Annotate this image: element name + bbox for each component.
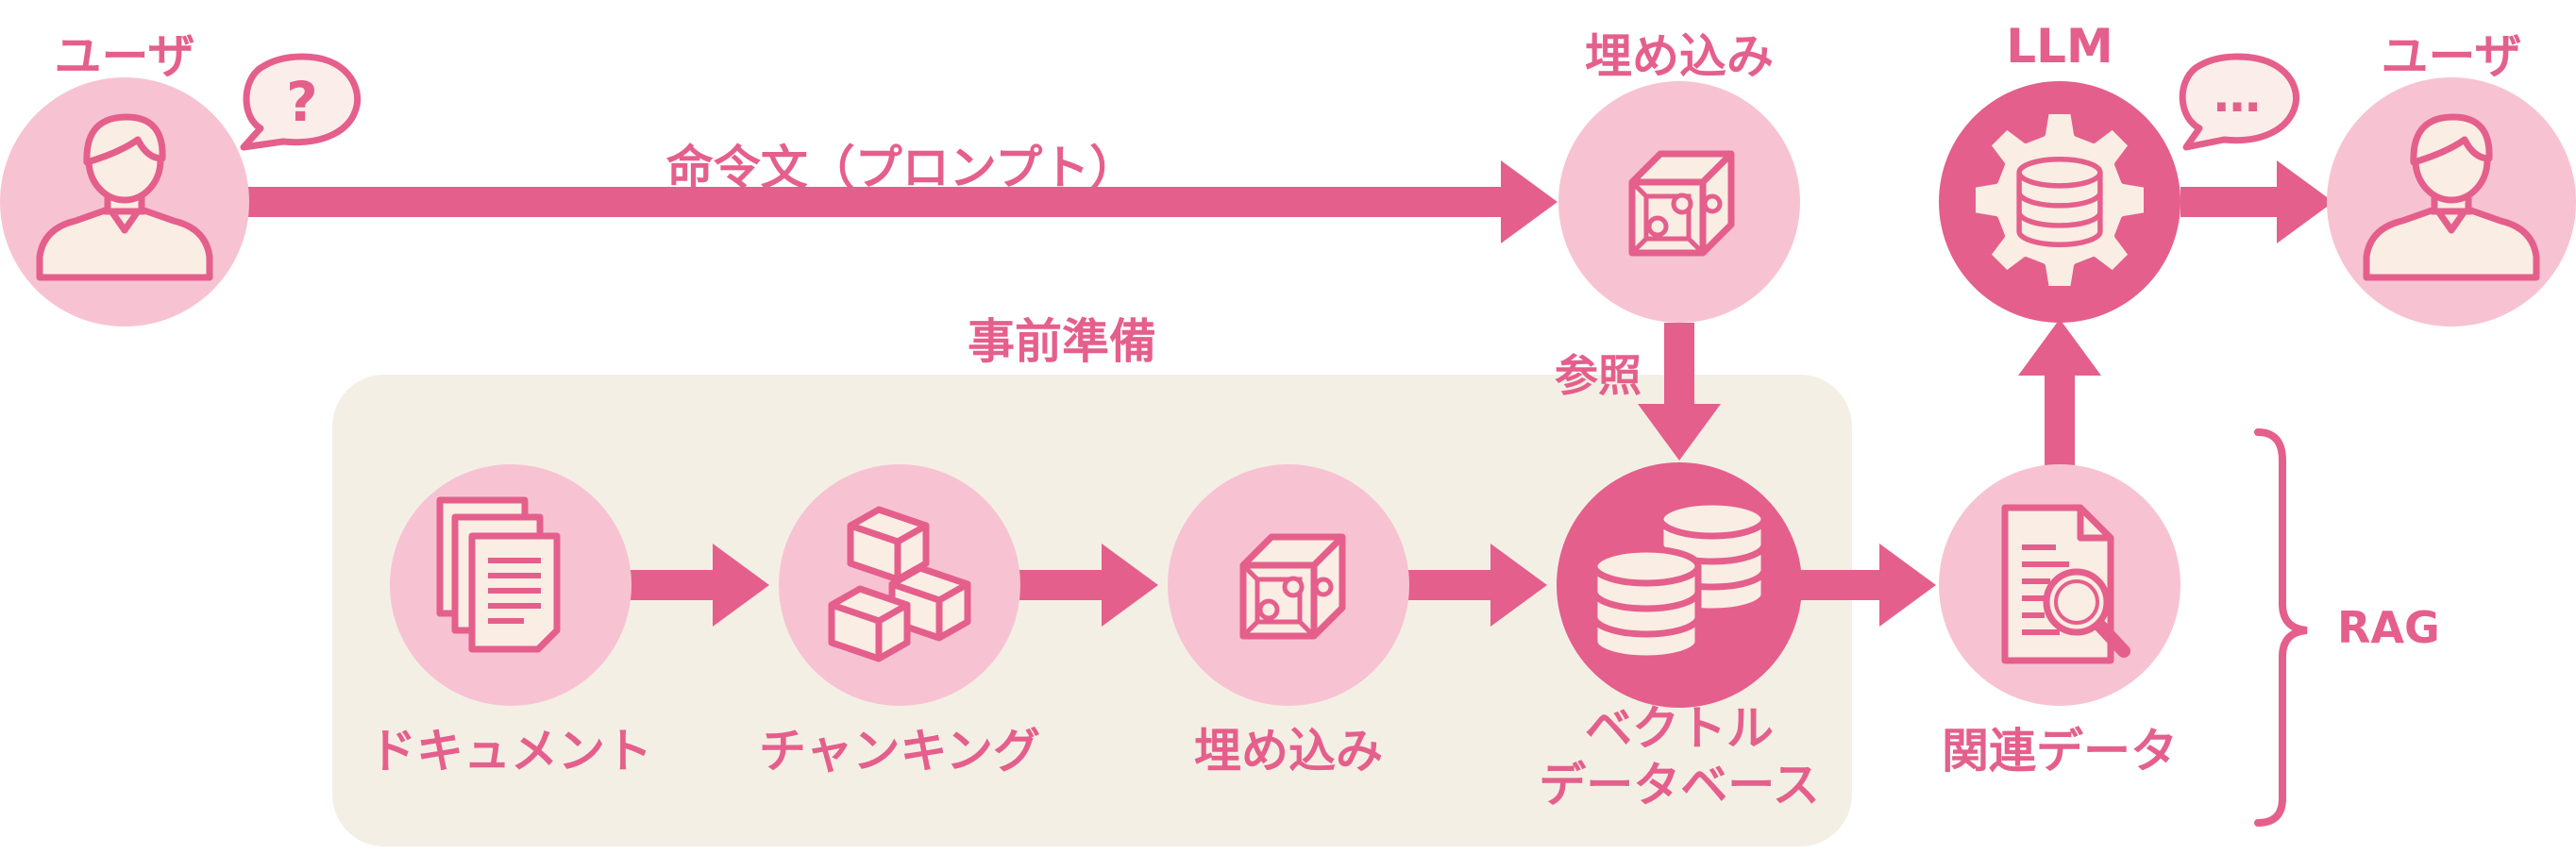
vector-database-node bbox=[1557, 462, 1802, 708]
reference-label: 参照 bbox=[1555, 350, 1642, 401]
llm-label: LLM bbox=[2006, 19, 2113, 74]
embedding-node-top bbox=[1558, 81, 1800, 323]
user-right-label: ユーザ bbox=[2381, 29, 2522, 84]
embedding-node-bottom bbox=[1168, 464, 1409, 706]
user-node-left bbox=[0, 77, 249, 327]
chunking-label: チャンキング bbox=[759, 724, 1040, 779]
rag-label: RAG bbox=[2337, 602, 2440, 653]
gear-database-icon bbox=[1970, 109, 2149, 292]
prompt-arrow bbox=[244, 160, 1557, 243]
chunking-node bbox=[779, 464, 1020, 706]
rag-to-llm-arrow bbox=[2018, 319, 2101, 472]
documents-icon bbox=[440, 500, 557, 649]
question-bubble: ? bbox=[240, 53, 362, 151]
user-node-right bbox=[2327, 77, 2576, 327]
documents-node bbox=[390, 464, 631, 706]
cube-icon bbox=[1243, 537, 1342, 636]
documents-label: ドキュメント bbox=[369, 724, 652, 779]
vector-database-label: ベクトル データベース bbox=[1539, 701, 1820, 812]
rag-brace bbox=[2254, 428, 2308, 827]
document-search-icon bbox=[2001, 504, 2130, 664]
user-left-label: ユーザ bbox=[54, 29, 195, 84]
reference-arrow bbox=[1638, 323, 1721, 460]
ellipsis-text: … bbox=[2214, 68, 2261, 123]
llm-to-user-arrow bbox=[2180, 160, 2333, 243]
related-data-label: 関連データ bbox=[1942, 724, 2178, 779]
question-mark: ? bbox=[286, 70, 318, 134]
llm-node bbox=[1939, 81, 2180, 323]
preparation-label: 事前準備 bbox=[968, 314, 1156, 369]
prompt-label: 命令文（プロンプト） bbox=[665, 141, 1137, 195]
embedding-to-vectordb-arrow bbox=[1408, 544, 1547, 627]
embedding-top-label: 埋め込み bbox=[1585, 29, 1774, 84]
answer-bubble: … bbox=[2179, 53, 2300, 151]
vectordb-to-related-arrow bbox=[1797, 544, 1936, 627]
preparation-panel bbox=[332, 375, 1852, 846]
chunking-to-embedding-arrow bbox=[1019, 544, 1158, 627]
cube-icon bbox=[1632, 154, 1731, 253]
documents-to-chunking-arrow bbox=[631, 544, 769, 627]
related-data-node bbox=[1939, 464, 2180, 706]
embedding-bottom-label: 埋め込み bbox=[1194, 724, 1383, 779]
